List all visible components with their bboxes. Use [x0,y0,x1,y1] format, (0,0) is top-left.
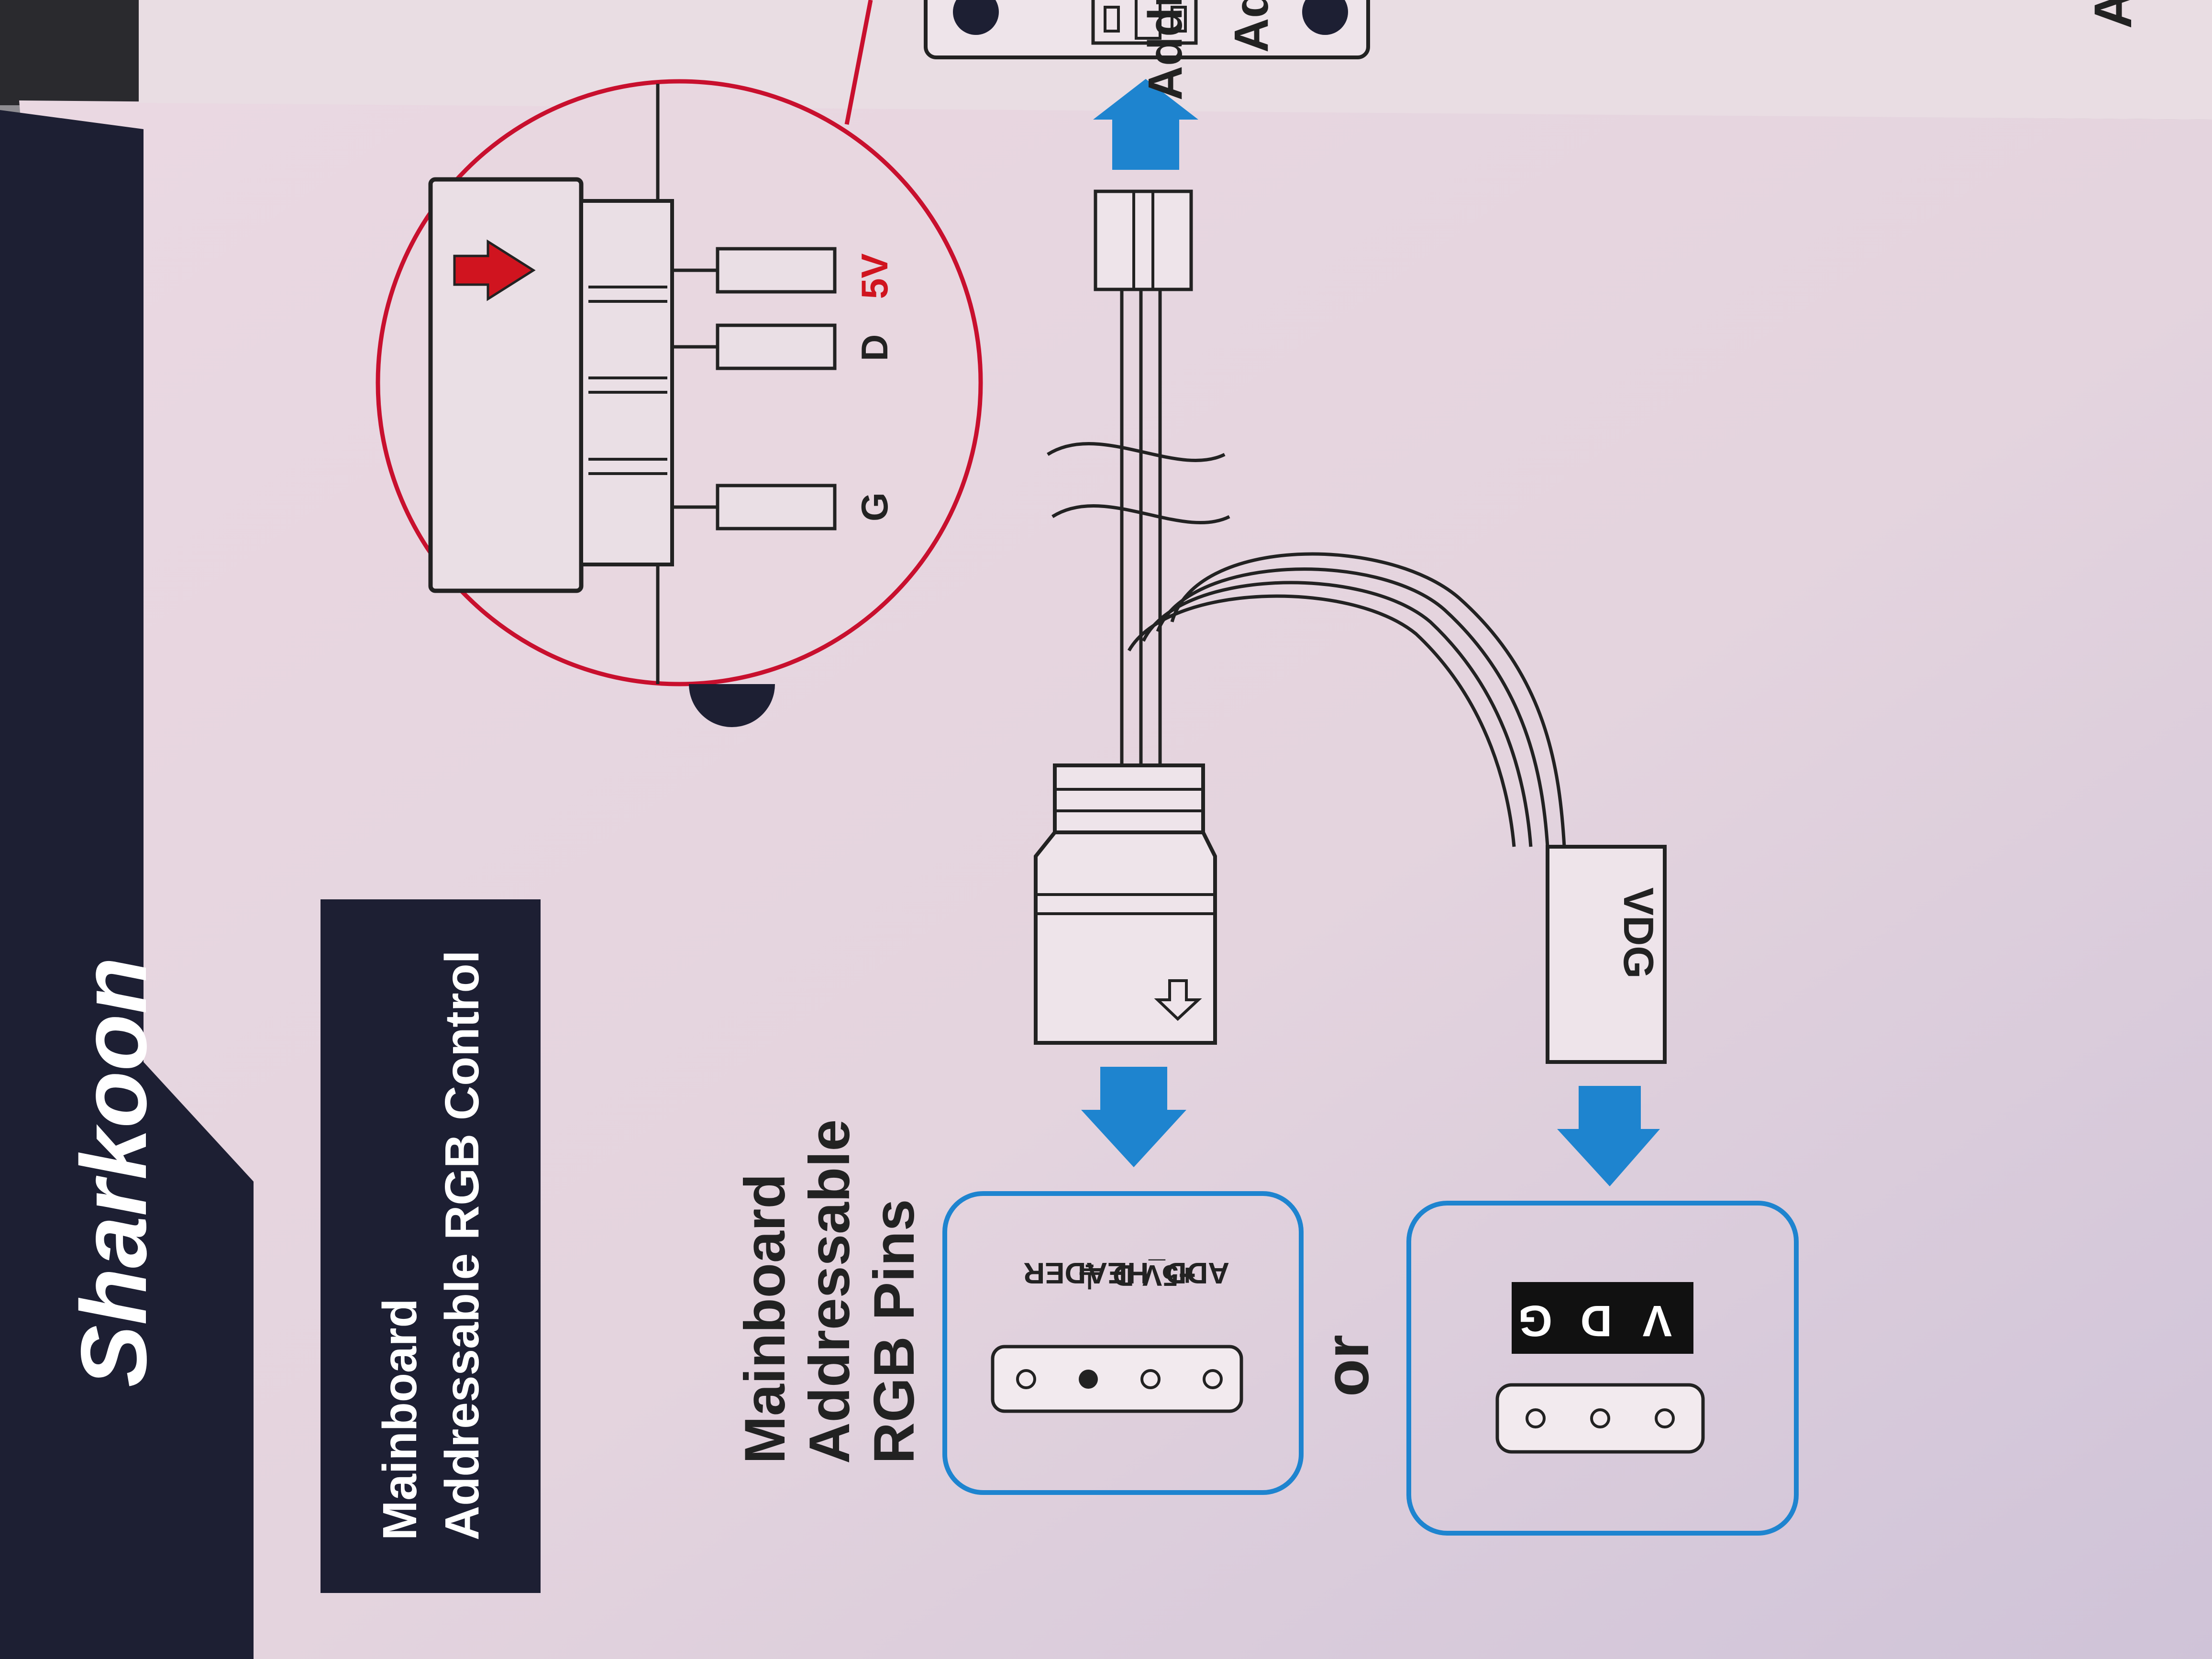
small-plug [1094,189,1193,291]
callout-label-g: G [853,492,896,521]
cable-break-lower [1051,504,1230,525]
vdg-plug-label: VDG [1615,887,1662,979]
header-a-name: ADD_HEADER [1023,1256,1229,1289]
device-connector-top [924,0,1370,59]
callout-connector-body [428,177,584,593]
arrow-up-to-device [1093,79,1198,170]
arrow-down-to-header-a [1081,1067,1186,1167]
header-b-pin-g: G [1518,1296,1552,1345]
pins-heading-line3: RGB Pins [862,1199,926,1464]
vdg-label-box [1512,1282,1693,1354]
brand-strip [0,110,254,1659]
vdg-plug [1546,845,1667,1064]
callout-pin-d [716,323,837,370]
callout-red-arrow [453,239,536,301]
partial-text-far-right: A [2084,0,2143,29]
add-header-plug [1034,763,1217,1045]
callout-pin-5v [716,247,837,294]
partial-text-addr: Addr [1139,0,1192,100]
badge-subtitle: Addressable RGB Control [435,951,489,1541]
header-a-pin-labels: +5V D ⏚ [1075,1259,1196,1292]
callout-label-5v: 5V [853,254,896,299]
partial-text-ad: Ad [1225,0,1278,53]
pins-heading-line1: Mainboard [733,1173,797,1464]
header-b-pin-d: D [1581,1296,1612,1345]
section-badge [321,899,541,1593]
pins-heading-line2: Addressable [797,1119,862,1464]
callout-hole [689,684,775,727]
callout-label-d: D [853,334,896,361]
callout-pin-g [716,484,837,531]
header-a-pins [991,1345,1243,1413]
badge-title: Mainboard [373,1298,427,1540]
arrow-down-to-header-b [1557,1086,1660,1186]
cable-wires [1120,287,1566,847]
zoom-callout [376,0,983,727]
cable-break-upper [1047,442,1226,463]
header-option-a [942,1191,1304,1495]
header-b-pins [1495,1383,1705,1454]
sharkoon-logo: Sharkoon [62,957,166,1387]
header-b-pin-v: V [1643,1296,1672,1345]
or-label: or [1312,1335,1382,1397]
header-option-b [1406,1201,1799,1536]
